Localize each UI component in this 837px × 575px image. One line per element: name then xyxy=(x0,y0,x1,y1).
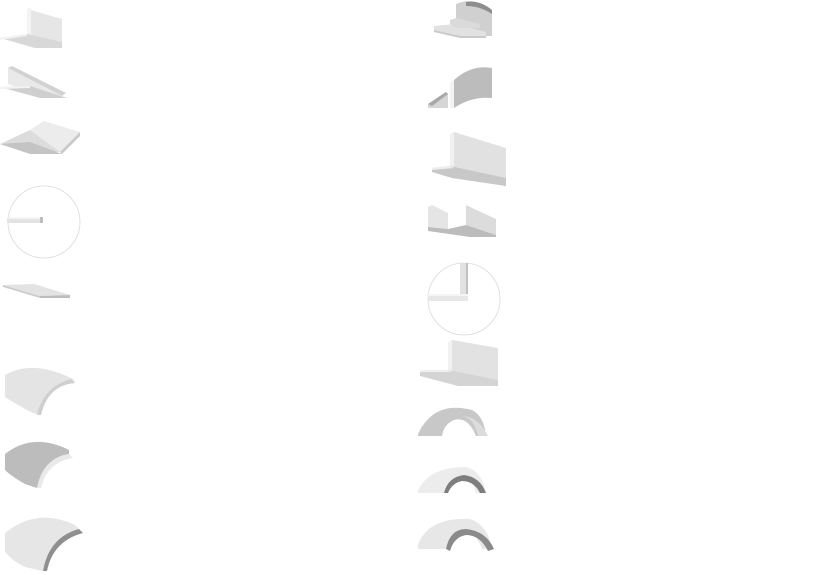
circle-l-icon[interactable] xyxy=(424,261,504,337)
curved-shell-icon[interactable] xyxy=(3,365,77,417)
tilted-plate-icon[interactable] xyxy=(0,120,84,156)
circle-bar-icon[interactable] xyxy=(5,184,83,260)
tall-angle-icon[interactable] xyxy=(430,130,510,188)
sloped-angle-icon[interactable] xyxy=(0,66,70,100)
arch-icon[interactable] xyxy=(416,406,492,442)
flat-strip-icon[interactable] xyxy=(0,282,74,300)
arch-half-icon[interactable] xyxy=(416,465,492,499)
curved-wall-icon[interactable] xyxy=(426,66,496,110)
stepped-profile-icon[interactable] xyxy=(430,0,500,42)
curved-shell-wide-icon[interactable] xyxy=(3,513,85,575)
curved-shell-dark-icon[interactable] xyxy=(3,438,75,490)
angle-profile-icon[interactable] xyxy=(0,5,70,48)
arch-full-icon[interactable] xyxy=(416,517,496,555)
u-channel-icon[interactable] xyxy=(426,205,500,241)
large-angle-icon[interactable] xyxy=(418,336,502,390)
